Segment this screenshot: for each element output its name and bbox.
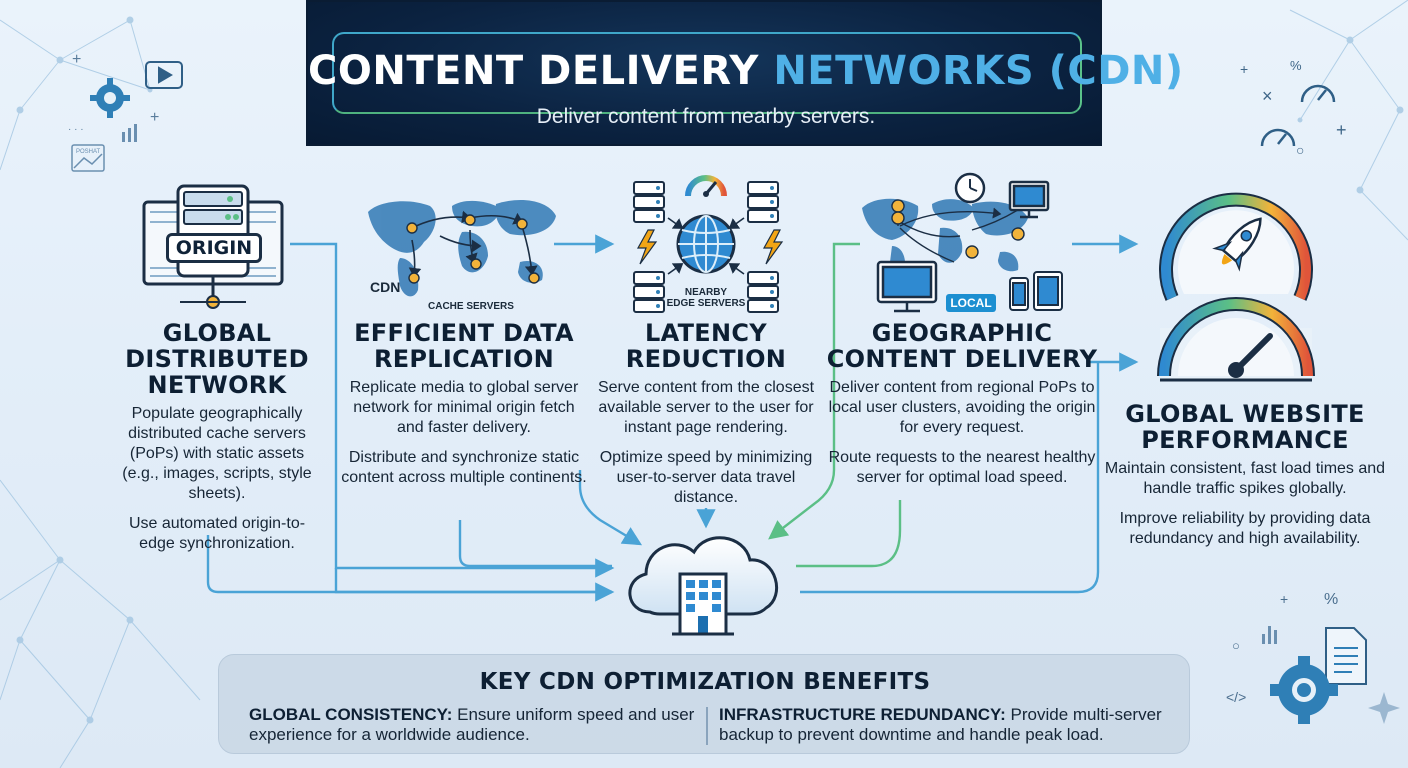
local-badge: LOCAL [946,294,996,312]
column-detail: Route requests to the nearest healthy se… [828,449,1096,486]
server-rack-icon [633,181,779,313]
video-icon [145,61,183,89]
phone-icon [1009,277,1029,311]
svg-text:%: % [1290,58,1302,73]
column-description: Maintain consistent, fast load times and… [1104,460,1386,497]
monitor-icon [876,180,1050,313]
bar-chart-icon [122,124,137,142]
cloud-building-icon [628,536,778,636]
location-pin-icon [406,214,540,284]
column-heading: LATENCY REDUCTION [625,319,787,373]
benefit-text: Ensure uniform speed and user experience… [249,705,695,744]
clock-icon [954,172,986,204]
gear-icon [1270,656,1338,724]
benefit-label: GLOBAL CONSISTENCY: [249,705,453,724]
column-detail: Improve reliability by providing data re… [1119,510,1371,547]
tablet-icon [1033,271,1063,311]
svg-text:· · ·: · · · [68,124,84,135]
page-title: CONTENT DELIVERY NETWORKS (CDN) [308,48,1183,94]
column-global-distributed-network: GLOBAL DISTRIBUTED NETWORK Populate geog… [112,320,322,554]
gear-icon [90,78,130,118]
column-detail: Use automated origin-to-edge synchroniza… [128,515,306,552]
column-geographic-content-delivery: GEOGRAPHIC CONTENT DELIVERY Deliver cont… [826,320,1098,488]
column-global-website-performance: GLOBAL WEBSITE PERFORMANCE Maintain cons… [1100,401,1390,549]
title-main: CONTENT DELIVERY [308,48,759,94]
svg-text:○: ○ [1296,142,1304,158]
column-description: Replicate media to global server network… [349,379,579,436]
svg-text:×: × [1262,86,1273,106]
column-heading: GLOBAL WEBSITE PERFORMANCE [1125,400,1365,454]
speedometer-icon [1157,297,1315,382]
column-latency-reduction: LATENCY REDUCTION Serve content from the… [584,320,828,508]
column-heading: GEOGRAPHIC CONTENT DELIVERY [826,319,1098,373]
nearby-edge-servers-label: NEARBY EDGE SERVERS [666,287,746,309]
cache-servers-label: CACHE SERVERS [428,301,514,312]
svg-text:+: + [1336,120,1347,140]
bar-chart-icon [1262,626,1277,644]
cdn-label: CDN [370,279,401,295]
svg-text:+: + [1280,591,1288,607]
benefit-global-consistency: GLOBAL CONSISTENCY: Ensure uniform speed… [249,705,699,745]
lightning-icon [636,229,784,265]
document-icon [1325,627,1367,685]
header-banner: CONTENT DELIVERY NETWORKS (CDN) Deliver … [306,0,1183,146]
svg-text:%: % [1324,591,1338,608]
svg-text:+: + [1240,61,1248,77]
globe-icon [676,214,736,274]
benefit-label: INFRASTRUCTURE REDUNDANCY: [719,705,1006,724]
svg-text:+: + [150,109,159,126]
banner-frame [332,32,1082,114]
location-pin-icon [891,199,1025,259]
column-heading: GLOBAL DISTRIBUTED NETWORK [125,319,309,399]
svg-text:○: ○ [1232,638,1240,653]
code-icon: </> [1226,689,1246,705]
column-efficient-data-replication: EFFICIENT DATA REPLICATION Replicate med… [340,320,588,488]
benefit-infrastructure-redundancy: INFRASTRUCTURE REDUNDANCY: Provide multi… [719,705,1181,745]
image-icon [71,144,105,172]
column-description: Populate geographically distributed cach… [122,405,312,502]
column-detail: Optimize speed by minimizing user-to-ser… [599,449,813,506]
gauge-icon [1260,84,1336,147]
rocket-icon [1212,217,1262,272]
benefit-divider [706,707,708,745]
column-heading: EFFICIENT DATA REPLICATION [354,319,574,373]
origin-label: ORIGIN [166,233,262,263]
svg-text:+: + [72,51,81,68]
column-description: Serve content from the closest available… [597,379,815,436]
gauge-icon [685,175,727,197]
sparkle-icon [1368,692,1400,724]
flow-arrows [206,234,1139,602]
page-subtitle: Deliver content from nearby servers. [536,105,876,128]
column-description: Deliver content from regional PoPs to lo… [828,379,1096,436]
benefits-title: KEY CDN OPTIMIZATION BENEFITS [479,669,931,695]
title-accent: NETWORKS (CDN) [773,48,1184,94]
svg-text:POSHAT: POSHAT [76,149,101,155]
benefit-text: Provide multi-server backup to prevent d… [719,705,1162,744]
benefits-panel: KEY CDN OPTIMIZATION BENEFITS GLOBAL CON… [218,654,1190,754]
column-detail: Distribute and synchronize static conten… [341,449,587,486]
